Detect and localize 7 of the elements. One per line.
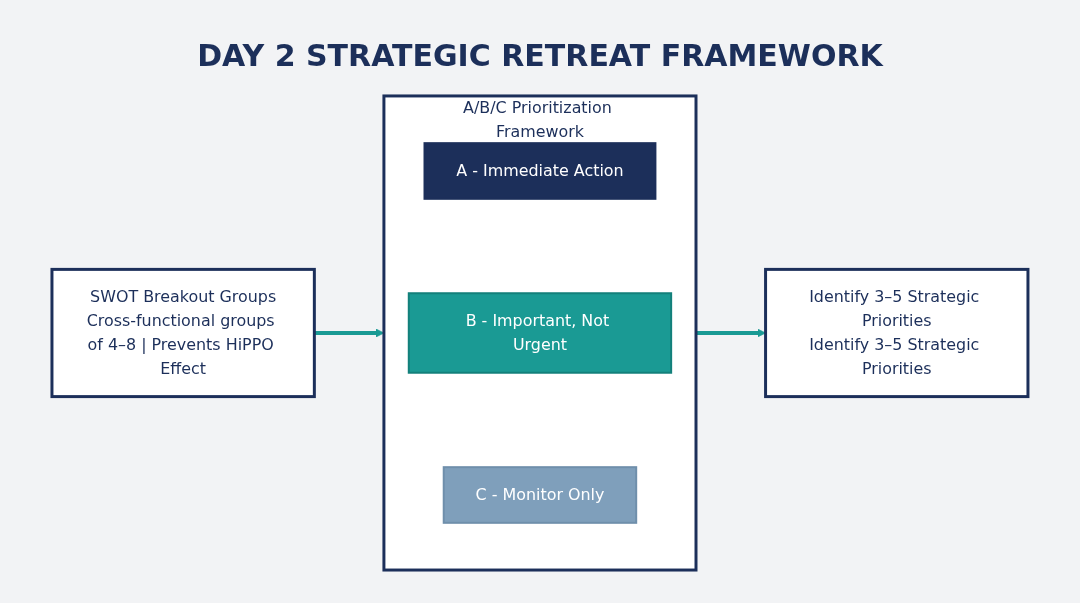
- node-box: B - Important, Not Urgent: [407, 292, 673, 374]
- node-box: C - Monitor Only: [442, 466, 638, 524]
- arrow: [696, 328, 766, 338]
- node-box: Identify 3–5 Strategic Priorities Identify 3–5 Strategic Priorities: [764, 267, 1030, 399]
- node-box: A - Immediate Action: [423, 142, 657, 200]
- diagram-title: DAY 2 STRATEGIC RETREAT FRAMEWORK: [196, 38, 885, 73]
- node-box: SWOT Breakout Groups Cross-functional groups of 4–8 | Prevents HiPPO Effect: [50, 267, 316, 399]
